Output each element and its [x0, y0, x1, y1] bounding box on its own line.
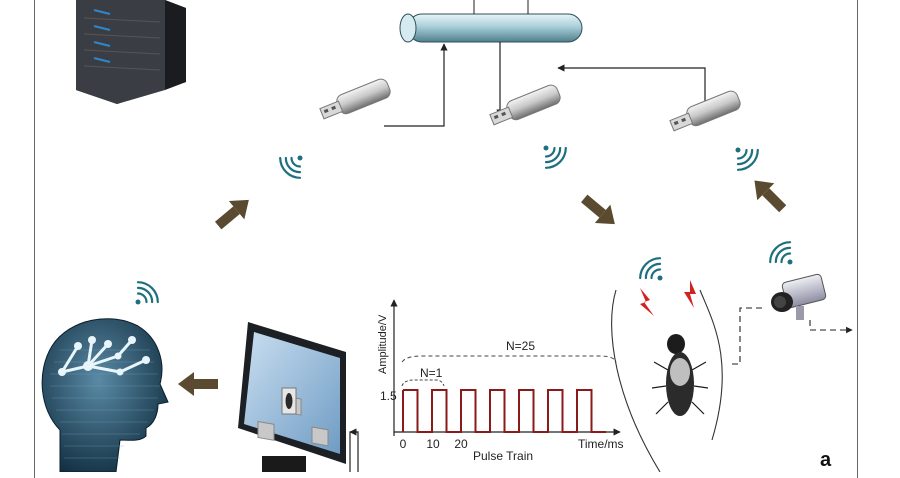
server-icon — [76, 0, 186, 104]
single-pulse-brace — [401, 379, 445, 387]
wifi-icon — [279, 155, 303, 179]
wifi-icon — [639, 257, 663, 281]
camera-icon — [771, 273, 827, 320]
monitor-icon — [238, 322, 346, 472]
camera-connectors — [728, 307, 853, 365]
pulse-wave — [402, 389, 606, 433]
usb-dongle-icon — [669, 90, 741, 132]
monitor-cable — [349, 431, 359, 472]
x-tick-label: 0 — [400, 437, 407, 451]
diagram-frame — [34, 0, 858, 478]
lightning-icon — [684, 280, 696, 308]
single-pulse-label: N=1 — [420, 366, 443, 380]
lightning-icon — [640, 288, 654, 316]
panel-label: a — [820, 449, 832, 471]
arrow-icon — [214, 199, 249, 230]
y-tick-label: 1.5 — [380, 389, 397, 403]
cockroach-track — [611, 289, 723, 472]
arrow-icon — [754, 180, 787, 213]
wifi-icon — [735, 147, 759, 171]
usb-dongle-icon — [489, 84, 561, 126]
chart-caption: Pulse Train — [473, 449, 533, 463]
arrow-icon — [580, 194, 615, 225]
head-icon — [41, 318, 169, 472]
y-axis-label: Amplitude/V — [377, 314, 389, 374]
x-axis-label: Time/ms — [578, 437, 624, 451]
envelope-label: N=25 — [506, 339, 535, 353]
bus-connectors — [384, 42, 706, 127]
cockroach-icon — [651, 334, 709, 416]
cockroach-icon — [281, 387, 297, 415]
wifi-icon — [769, 241, 793, 265]
x-tick-label: 10 — [426, 437, 440, 451]
arrow-icon — [178, 372, 218, 396]
envelope-brace — [401, 355, 617, 363]
x-tick-label: 20 — [454, 437, 468, 451]
network-bus-pipe — [399, 0, 583, 43]
pulse-series-line — [403, 389, 606, 433]
usb-dongle-icon — [319, 78, 391, 120]
wifi-icon — [543, 145, 567, 169]
wifi-icon — [135, 281, 159, 305]
pulse-train-chart: Amplitude/V 1.5 0 10 20 Pulse Train Time… — [377, 299, 624, 463]
